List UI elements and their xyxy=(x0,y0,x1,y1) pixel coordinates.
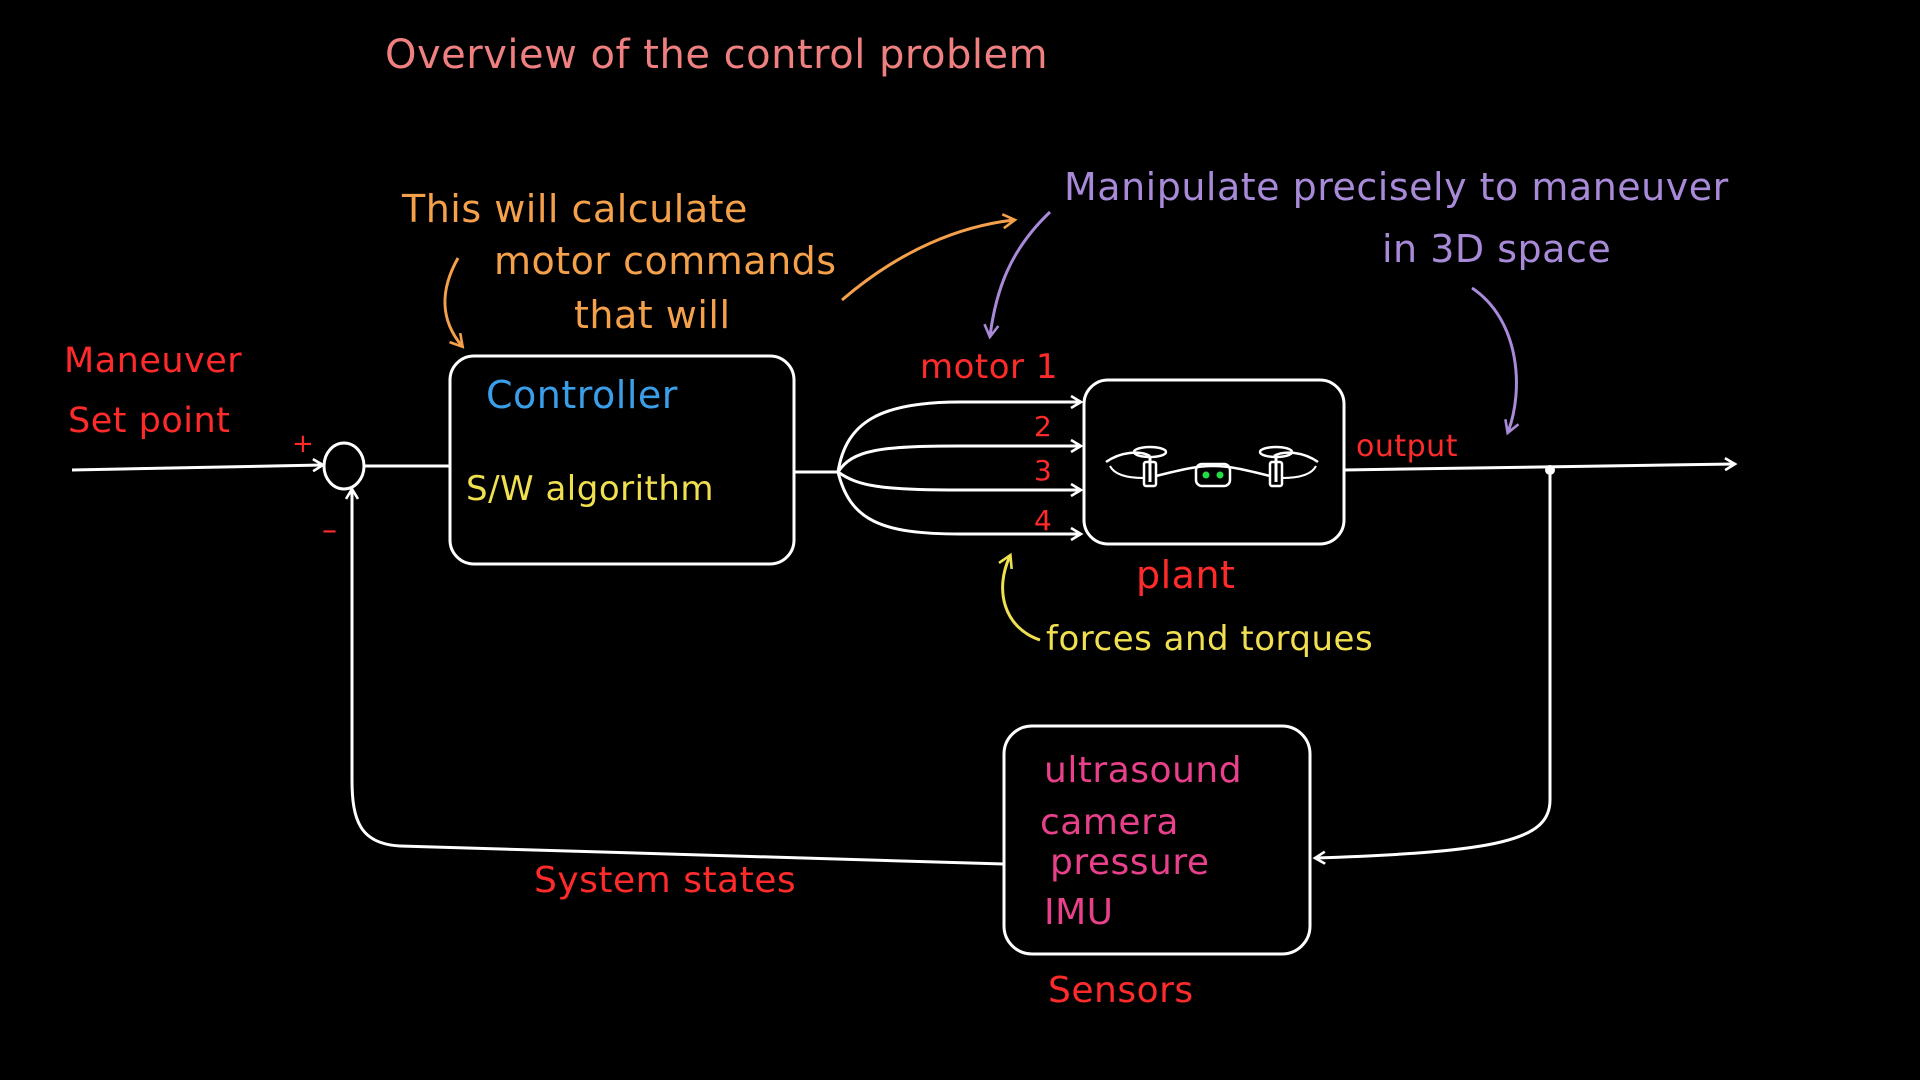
feedback-to-sensors-line xyxy=(1316,470,1552,858)
motor-line-3 xyxy=(837,470,1080,490)
forces-label: forces and torques xyxy=(1046,619,1373,659)
plant-label: plant xyxy=(1136,553,1235,597)
summing-junction xyxy=(322,441,366,491)
sensors-label: Sensors xyxy=(1048,970,1194,1011)
motor-label-4: 4 xyxy=(1034,504,1052,537)
sensor-pressure: pressure xyxy=(1050,842,1210,883)
motor-line-2 xyxy=(836,446,1080,473)
note-manip-line2: in 3D space xyxy=(1382,227,1611,271)
minus-sign: – xyxy=(322,513,338,548)
motor-line-4 xyxy=(836,471,1080,534)
controller-body: S/W algorithm xyxy=(466,469,714,509)
note-manip-arrow-left xyxy=(983,210,1052,340)
controller-box xyxy=(448,354,796,566)
output-line xyxy=(1343,464,1734,472)
motor-label-3: 3 xyxy=(1034,454,1052,487)
sensor-imu: IMU xyxy=(1044,892,1114,933)
plus-sign: + xyxy=(292,429,314,459)
plant-box xyxy=(1082,378,1346,546)
motor-label-2: 2 xyxy=(1034,410,1052,443)
output-label: output xyxy=(1356,429,1458,464)
motor-label-1: motor 1 xyxy=(920,347,1058,387)
drone-icon xyxy=(1105,445,1319,488)
note-manip-line1: Manipulate precisely to maneuver xyxy=(1064,165,1729,209)
note-calc-line1: This will calculate xyxy=(401,187,748,231)
note-calc-line2: motor commands xyxy=(494,239,837,283)
motor-line-1 xyxy=(836,402,1080,473)
input-line xyxy=(71,465,322,470)
controller-title: Controller xyxy=(486,373,678,417)
feedback-to-junction-line xyxy=(352,490,1005,866)
sensors-box xyxy=(1002,724,1312,956)
setpoint-label-line2: Set point xyxy=(68,401,230,441)
note-calc-line3: that will xyxy=(574,293,731,337)
system-states-label: System states xyxy=(534,860,796,901)
note-calc-arrow-right xyxy=(841,213,1018,302)
page-title: Overview of the control problem xyxy=(385,32,1048,78)
sensor-camera: camera xyxy=(1040,802,1179,843)
forces-arrow xyxy=(998,552,1041,642)
note-manip-arrow-right xyxy=(1471,286,1520,436)
note-calc-arrow-down xyxy=(443,257,465,349)
sensor-ultrasound: ultrasound xyxy=(1044,750,1242,791)
setpoint-label-line1: Maneuver xyxy=(64,341,242,381)
